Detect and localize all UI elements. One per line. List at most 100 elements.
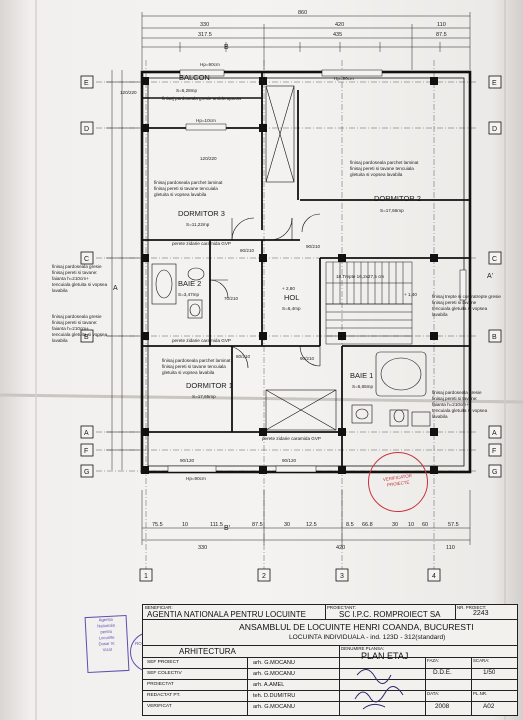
note-line: gletuita si vopsea lavabila (162, 370, 215, 375)
project-title: ANSAMBLUL DE LOCUINTE HENRI COANDA, BUCU… (239, 622, 474, 632)
dim-bottom: 75.5 (152, 522, 163, 528)
room-hol-name: HOL (284, 293, 299, 302)
room-baie2-area: S=3,47mp (178, 292, 200, 297)
note-line: faianta h=210cm+ (52, 276, 89, 281)
finish-notes-baie1: finisaj pardoseala gresie finisaj pereti… (432, 390, 488, 419)
opening-tag: 90/120 (282, 458, 296, 463)
opening-tag: 90/120 (180, 458, 194, 463)
note-line: lavabila (52, 338, 68, 343)
finish-notes-hol: finisaj pardoseala gresie finisaj pereti… (52, 314, 108, 343)
nr-proiect-label: NR. PROIECT: (457, 605, 487, 610)
room-balcon-area: S=5,28mp (176, 88, 198, 93)
dim-bottom: 111.5 (210, 522, 223, 528)
note-perete-gvp: perete zidarie caramida GVP (172, 241, 231, 246)
chimney-shaft (265, 85, 337, 431)
note-line: finisaj pardoseala parchet laminat (154, 180, 223, 185)
note-line: finisaj pereti si tavane tencuiala (154, 186, 218, 191)
dim-top-3: 110 (437, 22, 446, 28)
axis-D: D (84, 126, 89, 133)
role-name: teh. D.DUMITRU (253, 693, 296, 699)
opening-tag: 120/220 (200, 156, 217, 161)
axis-4: 4 (432, 573, 436, 580)
axis-E: E (84, 80, 89, 87)
note-line: finisaj pereti si tavane tencuiala (162, 364, 226, 369)
note-line: gletuita si vopsea lavabila (350, 172, 403, 177)
note-line: finisaj pardoseala gresie (52, 314, 102, 319)
room-dormitor3-name: DORMITOR 3 (178, 209, 225, 218)
axis-F: F (84, 448, 88, 455)
note-line: finisaj pereti si tavane: (432, 396, 477, 401)
nr-proiect-value: 2243 (473, 610, 489, 617)
axis-C: C (84, 256, 89, 263)
room-dormitor1-area: S=17,65mp (192, 394, 216, 399)
dim-top-6: 87.5 (436, 32, 447, 38)
bottom-dimensions (141, 490, 471, 545)
section-B: B (224, 44, 229, 51)
specialty-label: ARHITECTURA (179, 647, 236, 656)
windows (167, 69, 467, 473)
axis-B: B (84, 334, 89, 341)
note-line: finisaj pardoseala gresie (432, 390, 482, 395)
dim-bottom: 30 (392, 522, 398, 528)
row-axis-markers: E D C B A F G (80, 75, 94, 478)
role-label: REDACTAT PT. (147, 693, 181, 698)
dim-top-4: 317.5 (198, 32, 212, 38)
note-line: finisaj pardoseala gresie (52, 264, 102, 269)
plan-name: PLAN ETAJ (361, 651, 409, 661)
note-parapet: perete zidarie caramida GVP (262, 436, 321, 441)
dim-top-2: 420 (335, 22, 344, 28)
scara-label: SCARA: (473, 658, 490, 663)
axis-G: G (84, 469, 89, 476)
role-name: arh. G.MOCANU (253, 660, 295, 666)
axis-3: 3 (340, 573, 344, 580)
dim-bottom: 87.5 (252, 522, 263, 528)
note-line: finisaj pereti si tavane tencuiala (350, 166, 414, 171)
finish-notes-gresie-left: finisaj pardoseala gresie finisaj pereti… (52, 264, 108, 293)
proiectant-name: SC I.P.C. ROMPROIECT SA (339, 610, 441, 619)
dim-total: 860 (298, 10, 307, 16)
axis-G-right: G (492, 469, 497, 476)
dim-bottom: 57.5 (448, 522, 459, 528)
signatures (354, 669, 404, 710)
opening-tag: 90/210 (306, 244, 320, 249)
staircase (325, 261, 413, 345)
note-window-hp-2: Hp=90cm (334, 76, 354, 81)
dim-top-1: 330 (200, 22, 209, 28)
note-window-hp-3: Hp=10cm (196, 118, 216, 123)
top-dimensions (141, 12, 471, 70)
opening-tag: 70/210 (224, 296, 238, 301)
axis-D-right: D (492, 126, 497, 133)
dim-bottom: 60 (422, 522, 428, 528)
faza-label: FAZA: (427, 658, 440, 663)
finish-notes-dormitor3: finisaj pardoseala parchet laminat finis… (154, 180, 223, 197)
opening-tag: 80/210 (240, 248, 254, 253)
finish-notes-trepte: finisaj trepte si contratrepte gresie fi… (432, 294, 501, 317)
bathroom-fixtures (151, 263, 431, 427)
opening-tag: 120/220 (120, 90, 137, 95)
room-baie1-area: S=5,65mp (352, 384, 374, 389)
note-line: finisaj trepte si contratrepte gresie (432, 294, 501, 299)
note-elev-stair: + 2,80 (282, 286, 295, 291)
note-line: lavabila (432, 414, 448, 419)
opening-tag: 90/210 (300, 356, 314, 361)
fold-line (0, 393, 523, 404)
note-window-hp-4: Hp=90cm (186, 476, 206, 481)
note-stairs: 18 Trepte 16,2x27,5 cm (336, 274, 384, 279)
row-axis-markers-right: E D C B A F G (488, 75, 502, 478)
data-value: 2008 (435, 703, 450, 710)
room-balcon-name: BALCON (179, 73, 210, 82)
section-A-prime: A' (487, 273, 493, 280)
note-window-hp: Hp=90cm (200, 62, 220, 67)
dim-bottom: 8.5 (346, 522, 354, 528)
note-line: finisaj pereti si tavane (432, 300, 477, 305)
axis-C-right: C (492, 256, 497, 263)
dim-bottom-total: 330 (198, 545, 207, 551)
note-perete-gvp-2: perete zidarie caramida GVP (172, 338, 231, 343)
room-baie1-name: BAIE 1 (350, 371, 373, 380)
role-name: arh. G.MOCANU (253, 704, 295, 710)
dim-bottom: 10 (182, 522, 188, 528)
note-line: finisaj pereti si tavane: (52, 320, 97, 325)
door-swings (209, 213, 321, 369)
axis-A: A (84, 430, 89, 437)
role-name: arh. G.MOCANU (253, 671, 295, 677)
